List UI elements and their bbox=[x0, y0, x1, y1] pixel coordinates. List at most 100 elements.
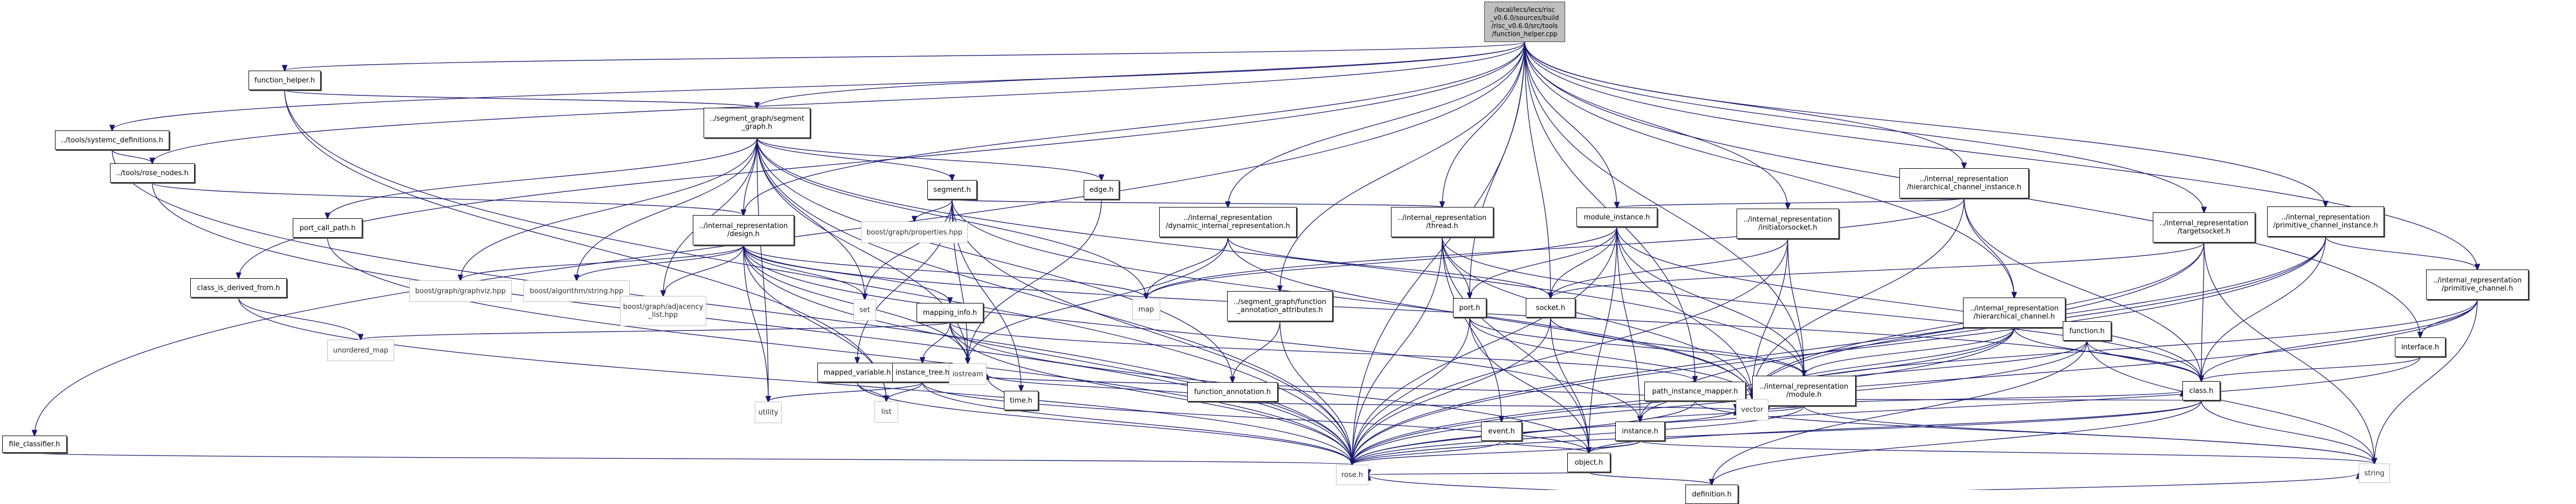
node-thread-h[interactable]: ../internal_representation /thread.h bbox=[1391, 207, 1493, 237]
node-edge-h[interactable]: edge.h bbox=[1084, 180, 1119, 199]
node-segment-h[interactable]: segment.h bbox=[927, 180, 977, 199]
edge-dynamic_ir_h-to-socket_h bbox=[1227, 237, 1551, 298]
node-function-annotation-attributes-h[interactable]: ../segment_graph/function _annotation_at… bbox=[1227, 291, 1333, 321]
edge-segment_h-to-set bbox=[865, 199, 953, 299]
node-systemc-definitions-h[interactable]: ../tools/systemc_definitions.h bbox=[55, 130, 169, 150]
node-hier-channel-h[interactable]: ../internal_representation /hierarchical… bbox=[1963, 298, 2065, 328]
node-function-helper-h[interactable]: function_helper.h bbox=[249, 71, 321, 90]
node-root[interactable]: /local/lecs/lecs/risc _v0.6.0/sources/bu… bbox=[1484, 2, 1565, 42]
node-path-instance-mapper-h[interactable]: path_instance_mapper.h bbox=[1644, 382, 1746, 401]
node-unordered-map[interactable]: unordered_map bbox=[327, 340, 394, 361]
node-rose-h[interactable]: rose.h bbox=[1336, 465, 1368, 485]
node-segment-graph-h[interactable]: ../segment_graph/segment _graph.h bbox=[704, 108, 810, 138]
node-time-h[interactable]: time.h bbox=[1004, 391, 1038, 410]
edge-module_instance_h-to-instance_h bbox=[1616, 226, 1640, 422]
edge-design_h-to-set bbox=[743, 245, 865, 299]
edge-mapped_variable_h-to-rose_h bbox=[857, 382, 1352, 465]
edge-class_is_derived_from_h-to-unordered_map bbox=[238, 297, 361, 340]
node-targetsocket-h[interactable]: ../internal_representation /targetsocket… bbox=[2153, 212, 2255, 243]
edge-root-to-thread_h bbox=[1442, 42, 1525, 207]
node-socket-h[interactable]: socket.h bbox=[1526, 298, 1575, 317]
node-list[interactable]: list bbox=[874, 401, 898, 423]
edge-hier_channel_instance_h-to-map bbox=[1146, 198, 1965, 299]
edge-function_helper_h-to-rose_h bbox=[284, 89, 1352, 465]
node-function-h[interactable]: function.h bbox=[2063, 321, 2111, 341]
edge-design_h-to-boost_adjacency bbox=[663, 245, 744, 296]
node-interface-h[interactable]: interface.h bbox=[2395, 337, 2446, 357]
edge-hier_channel_instance_h-to-module_instance_h bbox=[1617, 198, 1965, 208]
edge-prim_channel_h-to-class_h bbox=[2201, 299, 2478, 381]
node-module-instance-h[interactable]: module_instance.h bbox=[1576, 208, 1657, 227]
node-prim-channel-instance-h[interactable]: ../internal_representation /primitive_ch… bbox=[2267, 206, 2384, 237]
node-object-h[interactable]: object.h bbox=[1567, 453, 1610, 472]
edge-root-to-module_instance_h bbox=[1524, 42, 1617, 208]
edge-segment_graph_h-to-utility bbox=[756, 137, 768, 402]
edge-systemc_definitions_h-to-rose_h bbox=[112, 149, 1352, 465]
node-string[interactable]: string bbox=[2359, 464, 2390, 483]
node-utility[interactable]: utility bbox=[755, 402, 782, 423]
node-definition-h[interactable]: definition.h bbox=[1685, 485, 1738, 504]
node-class-is-derived-from-h[interactable]: class_is_derived_from.h bbox=[190, 278, 287, 298]
node-initiatorsocket-h[interactable]: ../internal_representation /initiatorsoc… bbox=[1737, 209, 1839, 239]
node-boost-string[interactable]: boost/algorithm/string.hpp bbox=[524, 280, 630, 302]
edge-segment_graph_h-to-map bbox=[756, 137, 1146, 299]
node-module-h[interactable]: ../internal_representation /module.h bbox=[1752, 376, 1856, 406]
node-boost-properties[interactable]: boost/graph/properties.hpp bbox=[861, 222, 968, 243]
node-set[interactable]: set bbox=[853, 299, 876, 321]
node-function-annotation-h[interactable]: function_annotation.h bbox=[1187, 382, 1278, 402]
edge-rose_nodes_h-to-rose_h bbox=[151, 182, 1353, 465]
edge-module_instance_h-to-socket_h bbox=[1551, 226, 1617, 298]
edge-function_h-to-definition_h bbox=[1712, 340, 2088, 485]
edge-root-to-dynamic_ir_h bbox=[1228, 42, 1525, 207]
edge-rose_nodes_h-to-design_h bbox=[151, 182, 744, 215]
edge-systemc_definitions_h-to-rose_nodes_h bbox=[112, 149, 153, 163]
edge-segment_graph_h-to-function_annotation_h bbox=[756, 137, 1232, 382]
edge-class_h-to-definition_h bbox=[1712, 400, 2202, 485]
edge-event_h-to-object_h bbox=[1501, 440, 1589, 453]
node-hier-channel-instance-h[interactable]: ../internal_representation /hierarchical… bbox=[1899, 168, 2029, 198]
edge-root-to-function_annotation_attributes_h bbox=[1280, 42, 1525, 291]
edge-segment_h-to-rose_h bbox=[952, 199, 1352, 465]
node-file-classifier-h[interactable]: file_classifier.h bbox=[2, 436, 67, 453]
edge-mapping_info_h-to-rose_h bbox=[949, 322, 1352, 465]
node-class-h[interactable]: class.h bbox=[2182, 381, 2220, 401]
edge-initiatorsocket_h-to-module_h bbox=[1787, 238, 1804, 376]
edge-port_h-to-object_h bbox=[1469, 317, 1589, 453]
edge-root-to-segment_graph_h bbox=[757, 42, 1525, 108]
node-design-h[interactable]: ../internal_representation /design.h bbox=[693, 215, 794, 245]
edge-function_annotation_attributes_h-to-function_annotation_h bbox=[1232, 321, 1280, 382]
node-rose-nodes-h[interactable]: ../tools/rose_nodes.h bbox=[110, 163, 195, 183]
edge-instance_tree_h-to-utility bbox=[768, 382, 923, 402]
edge-segment_h-to-thread_h bbox=[952, 199, 1442, 207]
edge-function_h-to-class_h bbox=[2086, 340, 2201, 381]
node-instance-h[interactable]: instance.h bbox=[1615, 422, 1665, 441]
edge-targetsocket_h-to-rose_h bbox=[1352, 242, 2205, 465]
edge-initiatorsocket_h-to-socket_h bbox=[1551, 238, 1788, 298]
edge-prim_channel_h-to-interface_h bbox=[2420, 299, 2478, 337]
node-map[interactable]: map bbox=[1132, 299, 1160, 320]
edge-object_h-to-definition_h bbox=[1588, 472, 1712, 485]
node-dynamic-ir-h[interactable]: ../internal_representation /dynamic_inte… bbox=[1159, 207, 1297, 237]
edge-port_h-to-rose_h bbox=[1352, 317, 1470, 465]
edge-function_annotation_attributes_h-to-rose_h bbox=[1279, 321, 1352, 465]
edge-interface_h-to-class_h bbox=[2201, 356, 2421, 381]
node-prim-channel-h[interactable]: ../internal_representation /primitive_ch… bbox=[2426, 270, 2529, 300]
edge-initiatorsocket_h-to-rose_h bbox=[1352, 238, 1788, 465]
node-boost-graphviz[interactable]: boost/graph/graphviz.hpp bbox=[409, 280, 512, 302]
node-mapping-info-h[interactable]: mapping_info.h bbox=[917, 303, 983, 322]
node-mapped-variable-h[interactable]: mapped_variable.h bbox=[817, 363, 897, 382]
node-port-h[interactable]: port.h bbox=[1453, 298, 1486, 317]
node-vector[interactable]: vector bbox=[1736, 399, 1768, 420]
node-iostream[interactable]: iostream bbox=[949, 363, 987, 385]
edge-edge_h-to-iostream bbox=[968, 199, 1102, 363]
edge-root-to-prim_channel_h bbox=[1524, 42, 2477, 270]
edge-instance_h-to-rose_h bbox=[1352, 440, 1641, 465]
edge-mapping_info_h-to-unordered_map bbox=[361, 322, 950, 340]
node-instance-tree-h[interactable]: instance_tree.h bbox=[892, 363, 953, 382]
node-port-call-path-h[interactable]: port_call_path.h bbox=[293, 218, 362, 238]
edge-module_instance_h-to-port_h bbox=[1470, 226, 1617, 298]
edge-prim_channel_h-to-string bbox=[2374, 299, 2478, 464]
node-boost-adjacency[interactable]: boost/graph/adjacency _list.hpp bbox=[620, 296, 706, 326]
node-event-h[interactable]: event.h bbox=[1481, 422, 1522, 441]
edge-segment_graph_h-to-edge_h bbox=[756, 137, 1101, 180]
